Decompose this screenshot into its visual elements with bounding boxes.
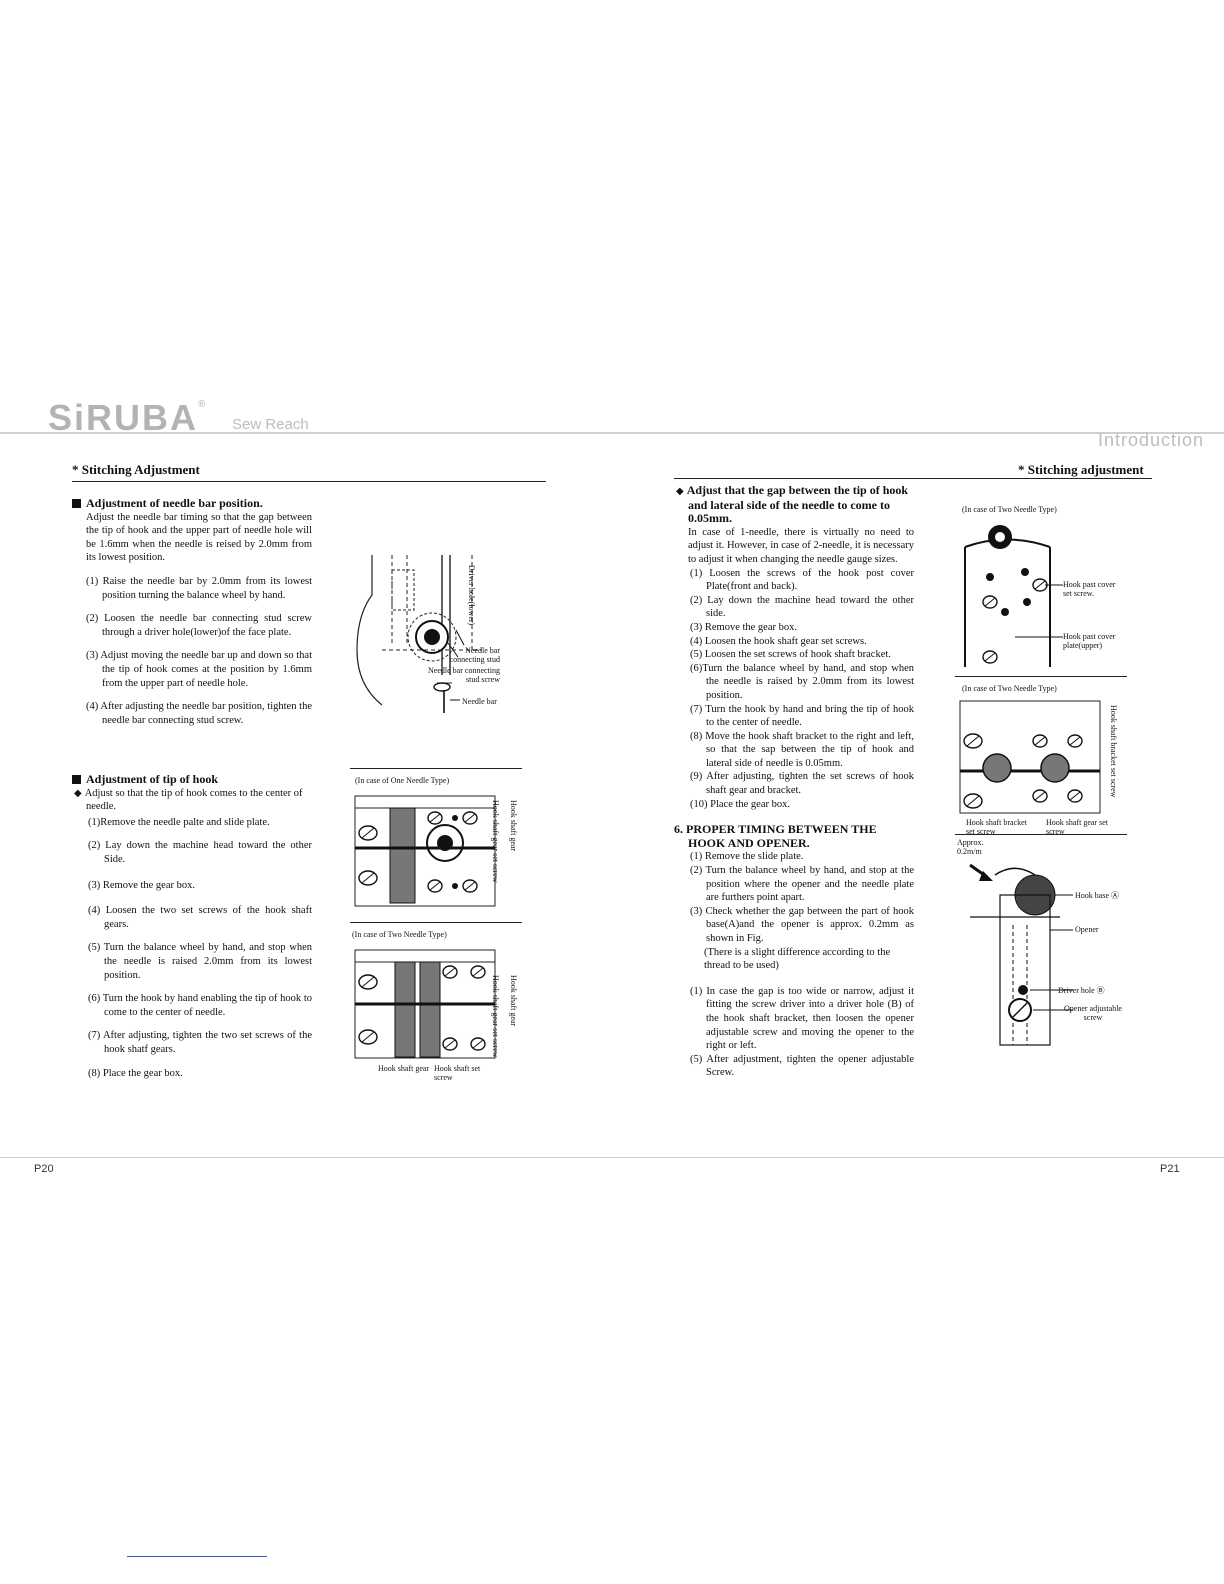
cover-screw-label: Hook past cover set screw. [1063, 580, 1116, 598]
needle-bar-intro: Adjust the needle bar timing so that the… [86, 511, 312, 564]
footer-rule [0, 1157, 1224, 1158]
timing-step: (2) Turn the balance wheel by hand, and … [690, 865, 914, 904]
hook-tip-step: (6) Turn the hook by hand enabling the t… [88, 993, 312, 1018]
bracket-label: Hook shaft bracket set screw [966, 818, 1027, 836]
hook-tip-section: Adjustment of tip of hook ◆Adjust so tha… [72, 772, 312, 1080]
driver-hole-label: Driver hole(lower) [467, 565, 476, 626]
hook-base-label: Hook base Ⓐ [1075, 891, 1119, 900]
gap-step: (7) Turn the hook by hand and bring the … [690, 703, 914, 729]
hook-shaft-gear-label: Hook shaft gear [509, 800, 518, 852]
left-page-title: * Stitching Adjustment [72, 462, 200, 477]
diamond-bullet-icon: ◆ [676, 486, 684, 497]
hook-tip-step: (5) Turn the balance wheel by hand, and … [88, 942, 312, 981]
needle-bar-step: (3) Adjust moving the needle bar up and … [86, 650, 312, 689]
page-number-left: P20 [34, 1163, 54, 1175]
approx-label: Approx. 0.2m/m [957, 838, 984, 856]
gap-step: (5) Loosen the set screws of hook shaft … [690, 649, 891, 661]
gap-step: (1) Loosen the screws of the hook post c… [690, 567, 914, 593]
fig-one-caption: (In case of One Needle Type) [355, 776, 450, 785]
bracket-screw-label: Hook shaft bracket set screw [1109, 705, 1118, 798]
one-needle-hook-figure [350, 788, 500, 914]
hook-tip-step: (3) Remove the gear box. [88, 879, 196, 891]
two-needle-gear-label: Hook shaft gear [509, 975, 518, 1027]
hook-tip-step: (1)Remove the needle palte and slide pla… [88, 816, 270, 828]
hook-shaft-bracket-figure [955, 696, 1105, 816]
timing-heading: 6. PROPER TIMING BETWEEN THE HOOK AND OP… [674, 822, 877, 850]
timing-adjust-step: (1) In case the gap is too wide or narro… [690, 985, 914, 1052]
gear-screw-label: Hook shaft gear set screw [1046, 818, 1108, 836]
section-label: Introduction [1097, 430, 1204, 450]
gap-intro: In case of 1-needle, there is virtually … [688, 526, 914, 565]
hook-tip-step: (4) Loosen the two set screws of the hoo… [88, 905, 312, 930]
needle-bar-step: (4) After adjusting the needle bar posit… [86, 701, 312, 726]
timing-adjust-step: (5) After adjustment, tighten the opener… [690, 1053, 914, 1079]
needle-bar-section: Adjustment of needle bar position. Adjus… [72, 496, 312, 727]
gap-step: (8) Move the hook shaft bracket to the r… [690, 730, 914, 769]
fig-one-rule [350, 768, 522, 769]
right-title-rule [674, 478, 1152, 479]
needle-bar-step: (1) Raise the needle bar by 2.0mm from i… [86, 575, 312, 601]
needle-bar-label: Needle bar [462, 697, 497, 706]
driver-hole-b-label: Driver hole Ⓑ [1058, 986, 1105, 995]
fig-two-caption: (In case of Two Needle Type) [352, 930, 447, 939]
siruba-logo: SiRUBA® [48, 397, 206, 438]
square-bullet-icon [72, 775, 81, 784]
gap-step: (6)Turn the balance wheel by hand, and s… [690, 662, 914, 701]
right-fig1-caption: (In case of Two Needle Type) [962, 505, 1057, 514]
gap-step: (10) Place the gear box. [690, 798, 791, 810]
gap-section: ◆Adjust that the gap between the tip of … [674, 483, 914, 1080]
needle-bar-figure [352, 555, 502, 715]
gap-step: (2) Lay down the machine head toward the… [690, 594, 914, 620]
gap-step: (9) After adjusting, tighten the set scr… [690, 771, 914, 797]
right-fig2-rule [955, 676, 1127, 677]
opener-screw-label: Opener adjustable screw [1064, 1004, 1122, 1022]
hook-tip-heading: Adjustment of tip of hook [72, 772, 312, 787]
hook-opener-figure [965, 855, 1075, 1055]
diamond-bullet-icon: ◆ [74, 787, 82, 799]
hook-tip-step: (8) Place the gear box. [88, 1067, 183, 1079]
gap-step: (4) Loosen the hook shaft gear set screw… [690, 635, 867, 647]
fig-two-rule [350, 922, 522, 923]
connecting-stud-label: Needle bar connecting stud [449, 646, 500, 664]
cover-plate-label: Hook past cover plate(upper) [1063, 632, 1116, 650]
timing-step: (1) Remove the slide plate. [690, 851, 804, 863]
two-needle-hook-figure [350, 942, 500, 1064]
blue-underline [127, 1556, 267, 1557]
timing-note: (There is a slight difference according … [704, 946, 891, 972]
two-needle-gear-screw-label: Hook shaft gear set screw [491, 975, 500, 1058]
timing-step: (3) Check whether the gap between the pa… [690, 905, 914, 944]
left-title-rule [72, 481, 546, 482]
hook-shaft-gear-set-screw-label: Hook shaft gear set screw [491, 800, 500, 883]
hook-tip-step: (7) After adjusting, tighten the two set… [88, 1030, 312, 1055]
header-rule [0, 432, 1224, 434]
square-bullet-icon [72, 499, 81, 508]
bottom-screw-label: Hook shaft set screw [434, 1064, 481, 1082]
hook-tip-intro: ◆Adjust so that the tip of hook comes to… [74, 787, 303, 813]
tagline: Sew Reach [232, 416, 309, 433]
needle-bar-heading: Adjustment of needle bar position. [72, 496, 312, 511]
bottom-gear-label: Hook shaft gear [378, 1064, 430, 1073]
opener-label: Opener [1075, 925, 1099, 934]
right-fig2-caption: (In case of Two Needle Type) [962, 684, 1057, 693]
right-page-title: * Stitching adjustment [1018, 462, 1144, 477]
gap-step: (3) Remove the gear box. [690, 621, 798, 633]
needle-bar-step: (2) Loosen the needle bar connecting stu… [86, 613, 312, 638]
page-number-right: P21 [1160, 1163, 1180, 1175]
stud-screw-label: Needle bar connecting stud screw [428, 666, 500, 684]
hook-tip-step: (2) Lay down the machine head toward the… [88, 840, 312, 865]
right-fig2-bottom-rule [955, 834, 1127, 835]
gap-heading: ◆Adjust that the gap between the tip of … [676, 483, 909, 526]
hook-post-cover-figure [955, 517, 1065, 669]
